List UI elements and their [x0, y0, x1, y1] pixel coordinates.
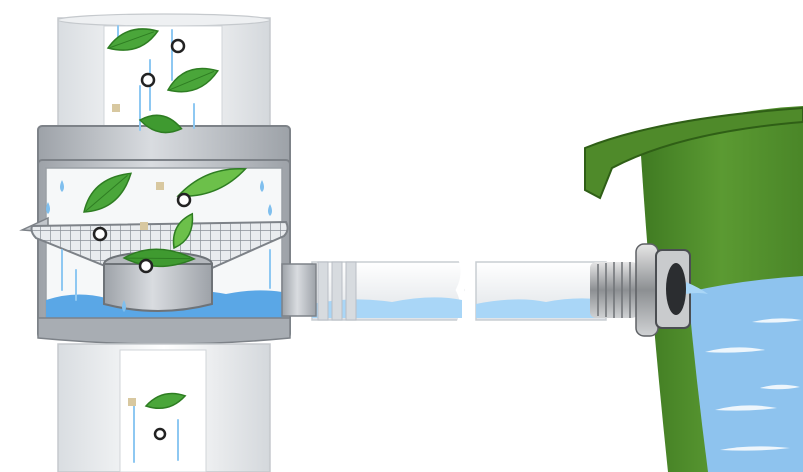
leaves: [83, 28, 248, 409]
connector-jet: [686, 282, 708, 294]
hose-water-right: [476, 298, 606, 318]
connector-thread-lines: [597, 262, 631, 318]
tank-connector: [590, 243, 708, 337]
tank-water: [688, 276, 803, 472]
tank-water-ripples: [705, 318, 802, 451]
leaf-icon: [138, 114, 183, 134]
water-tank: [584, 106, 803, 472]
connector-opening: [666, 263, 686, 315]
seed-icon: [140, 72, 156, 88]
rain-streaks: [61, 25, 271, 463]
filter-collector: [37, 125, 317, 345]
lower-pipe-window: [119, 349, 207, 472]
leaf-icon: [106, 28, 160, 51]
seed-icon: [153, 427, 167, 441]
dirt-icon: [128, 398, 136, 406]
dirt-particles: [112, 104, 164, 406]
leaf-icon: [144, 392, 187, 409]
dirt-icon: [112, 104, 120, 112]
leaf-icon: [172, 212, 194, 250]
seed-icon: [170, 38, 186, 54]
upper-pipe-rim: [57, 13, 271, 27]
collector-bottom-band: [37, 317, 291, 345]
screen-center-cup: [103, 263, 213, 312]
seed-icon: [138, 258, 154, 274]
hose-ribs: [317, 261, 357, 321]
leaf-icon: [176, 167, 248, 197]
seed-icon: [92, 226, 108, 242]
seeds: [92, 38, 192, 441]
water-drops: [46, 180, 272, 312]
hose-break-mark: [455, 256, 469, 326]
leaf-icon: [166, 67, 220, 93]
overflow-outlet: [281, 263, 317, 317]
overflow-hose: [311, 256, 607, 326]
connector-flange: [635, 243, 659, 337]
seed-icon: [176, 192, 192, 208]
dirt-icon: [140, 222, 148, 230]
dirt-icon: [156, 182, 164, 190]
leaf-icon: [83, 172, 133, 213]
